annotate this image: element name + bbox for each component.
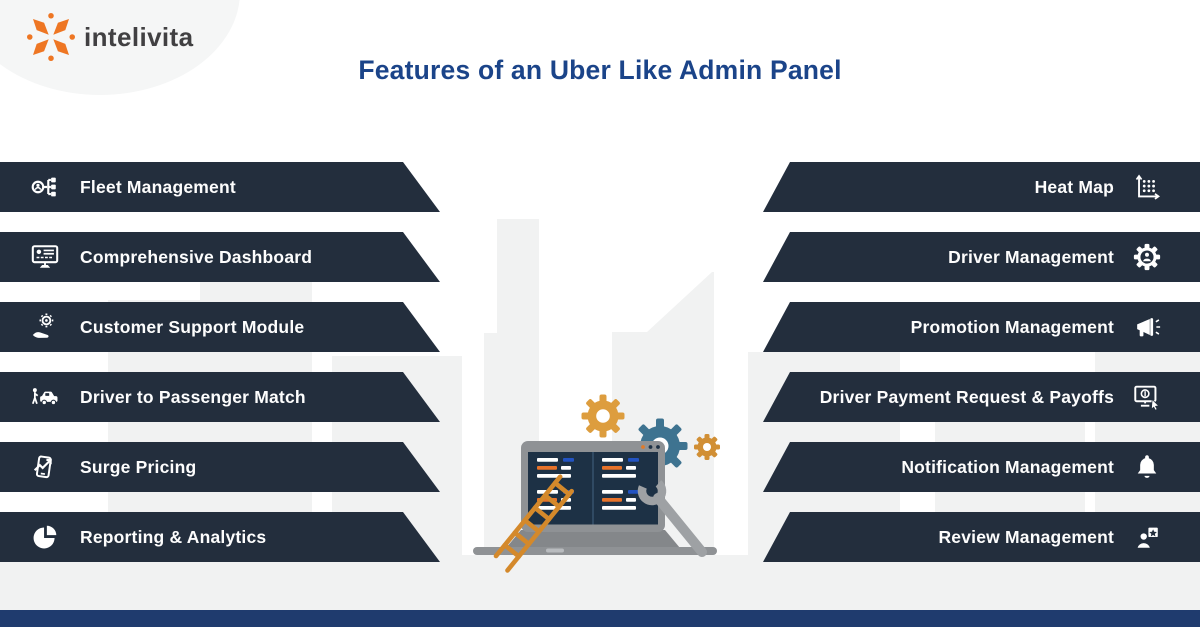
laptop-illustration [473, 441, 717, 555]
gear-icon-gold [581, 394, 625, 438]
code-blocks [537, 458, 639, 510]
feature-banner-reporting-analytics: Reporting & Analytics [0, 512, 440, 562]
feature-banner-promotion-management: Promotion Management [763, 302, 1200, 352]
ground-bar [473, 547, 717, 555]
feature-label: Driver Management [948, 246, 1114, 267]
intelivita-logo-icon [27, 13, 75, 61]
feature-banner-customer-support: Customer Support Module [0, 302, 440, 352]
brand-logo: intelivita [27, 13, 193, 61]
feature-label: Notification Management [901, 456, 1114, 477]
dashboard-monitor-icon [30, 242, 60, 272]
phone-rising-chart-icon [30, 452, 60, 482]
feature-label: Reporting & Analytics [80, 526, 267, 547]
feature-label: Review Management [938, 526, 1114, 547]
feature-label: Driver to Passenger Match [80, 386, 306, 407]
pie-chart-icon [30, 522, 60, 552]
person-car-icon [30, 382, 60, 412]
feature-label: Promotion Management [910, 316, 1114, 337]
feature-label: Comprehensive Dashboard [80, 246, 313, 267]
monitor-dollar-cursor-icon [1132, 382, 1162, 412]
feature-banner-fleet-management: Fleet Management [0, 162, 440, 212]
feature-banner-review-management: Review Management [763, 512, 1200, 562]
laptop-screen [528, 452, 658, 525]
fleet-management-icon [30, 172, 60, 202]
gear-icon-teal [632, 418, 688, 474]
page-title: Features of an Uber Like Admin Panel [358, 55, 842, 85]
feature-banner-heat-map: Heat Map [763, 162, 1200, 212]
feature-banner-driver-passenger-match: Driver to Passenger Match [0, 372, 440, 422]
feature-banner-driver-payment: Driver Payment Request & Payoffs [763, 372, 1200, 422]
feature-banner-comprehensive-dashboard: Comprehensive Dashboard [0, 232, 440, 282]
footer-bar [0, 610, 1200, 627]
gear-person-icon [1132, 242, 1162, 272]
feature-banner-notification-management: Notification Management [763, 442, 1200, 492]
feature-label: Heat Map [1034, 176, 1114, 197]
feature-label: Surge Pricing [80, 456, 197, 477]
bell-icon [1132, 452, 1162, 482]
feature-label: Customer Support Module [80, 316, 305, 337]
feature-label: Fleet Management [80, 176, 236, 197]
megaphone-icon [1132, 312, 1162, 342]
wrench-icon [637, 476, 707, 557]
brand-name: intelivita [84, 21, 194, 52]
person-star-icon [1132, 522, 1162, 552]
scatter-plot-icon [1132, 172, 1162, 202]
hand-gear-icon [30, 312, 60, 342]
feature-label: Driver Payment Request & Payoffs [819, 386, 1114, 407]
ladder-icon [493, 474, 574, 573]
gear-icon-small-orange [694, 434, 720, 460]
feature-banner-driver-management: Driver Management [763, 232, 1200, 282]
ground-band [0, 555, 1200, 612]
feature-banner-surge-pricing: Surge Pricing [0, 442, 440, 492]
